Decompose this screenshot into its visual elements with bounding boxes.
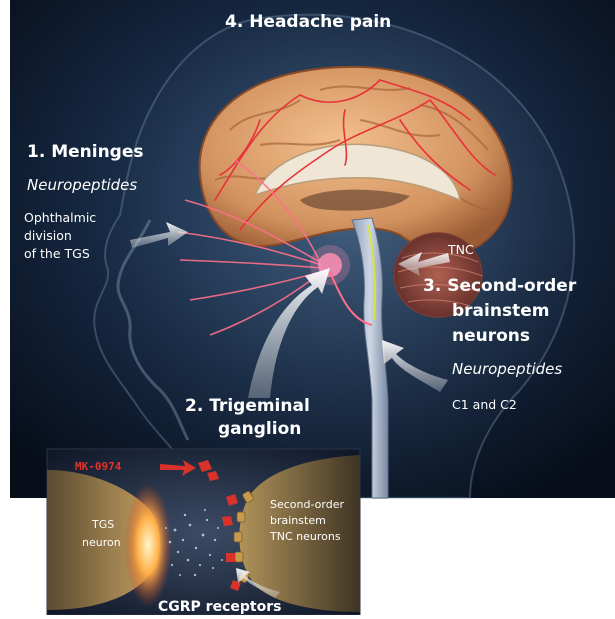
label-tnc-neurons-2: brainstem	[270, 514, 326, 527]
label-second-order-1: 3. Second-order	[423, 276, 577, 296]
label-tgs: TGS	[91, 518, 114, 531]
label-tnc-neurons-3: TNC neurons	[269, 530, 341, 543]
inset-panel: MK-0974 TGS neuron Second-order brainste…	[47, 449, 360, 615]
label-meninges: 1. Meninges	[27, 142, 144, 162]
label-trigeminal-2: ganglion	[218, 419, 301, 439]
label-second-order-3: neurons	[452, 326, 530, 346]
label-tnc: TNC	[447, 242, 474, 257]
label-mk0974: MK-0974	[75, 460, 122, 473]
label-c1-c2: C1 and C2	[452, 397, 517, 412]
label-tgs-neuron: neuron	[82, 536, 121, 549]
label-second-order-2: brainstem	[452, 301, 549, 321]
label-tnc-neurons-1: Second-order	[270, 498, 344, 511]
label-cgrp-receptors: CGRP receptors	[158, 599, 281, 615]
label-ophthalmic-1: Ophthalmic	[24, 210, 96, 225]
label-neuropeptides-1: Neuropeptides	[27, 176, 137, 194]
label-ophthalmic-3: of the TGS	[24, 246, 90, 261]
label-trigeminal-1: 2. Trigeminal	[185, 396, 310, 416]
label-neuropeptides-3: Neuropeptides	[452, 360, 562, 378]
label-headache-pain: 4. Headache pain	[225, 12, 391, 32]
label-ophthalmic-2: division	[24, 228, 72, 243]
tgs-terminal-glow	[124, 483, 172, 607]
